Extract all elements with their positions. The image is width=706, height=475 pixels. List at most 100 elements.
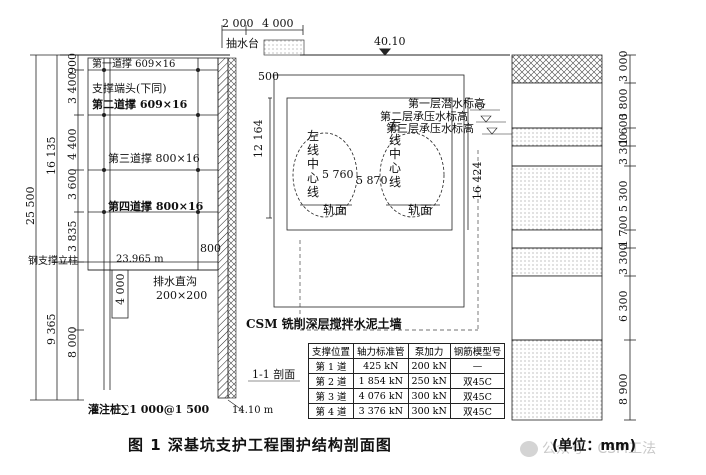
table-row: 第 1 道 425 kN 200 kN — [307,358,506,374]
dim-8000: 8 000 [66,327,79,359]
table-header-row: 支撑位置 轴力标准管 泵加力 钢筋模型号 [307,343,506,359]
svg-text:心: 心 [307,171,319,185]
strut-4-label: 第四道撑 800×16 [108,199,204,213]
dim-3835: 3 835 [66,221,79,253]
strut-joints [102,68,200,214]
table-header: 支撑位置 [307,343,355,359]
retaining-pile [217,57,229,399]
csm-wall [227,57,237,399]
dim-800: 800 [200,242,221,255]
water-markers [470,103,512,135]
svg-text:线: 线 [307,143,319,157]
table-cell: 250 kN [407,373,451,389]
dim-4000-lower: 4 000 [114,274,127,306]
table-row: 第 2 道 1 854 kN 250 kN 双45C [307,373,506,389]
dim-4400: 4 400 [66,129,79,161]
caption-title: 图 1 深基坑支护工程围护结构剖面图 [128,436,392,454]
dim-5870: 5 870 [356,174,388,187]
table-cell: 第 4 道 [307,403,355,419]
soil-column [511,54,603,421]
dim-12164: 12 164 [252,120,265,159]
caption-unit: (单位：mm) [552,438,636,454]
table-cell: 300 kN [407,403,451,419]
stratum-6: 3 300 [617,244,630,276]
table-cell: 第 2 道 [307,373,355,389]
stratum-0: 3 000 [617,51,630,83]
svg-text:线: 线 [389,133,401,147]
table-cell: 1 854 kN [353,373,409,389]
stratum-2: 1 600 [617,114,630,146]
table-header: 轴力标准管 [353,343,409,359]
top-dimension [221,25,304,48]
dim-2000: 2 000 [222,17,254,30]
pile-label: 灌注桩∑1 000@1 500 [88,402,210,416]
stratum-8: 8 900 [617,374,630,406]
dim-500: 500 [258,70,279,83]
table-cell: 200 kN [407,358,451,374]
table-cell: 双45C [449,403,506,419]
pump-platform-block [263,39,305,56]
watermark: 公众号 · CSM工法 [520,438,656,458]
table-row: 第 4 道 3 376 kN 300 kN 双45C [307,403,506,419]
right-centerline-label: 右 线 中 心 线 [389,118,401,189]
drain-ditch-label-2: 200×200 [156,289,207,302]
svg-text:中: 中 [389,146,401,161]
dim-left-lower: 9 365 [45,314,58,346]
water-level-2: 第二层承压水标高 [380,109,468,123]
table-cell: 第 3 道 [307,388,355,404]
table-cell: 双45C [449,373,506,389]
table-cell: 425 kN [353,358,409,374]
csm-outline [299,150,479,331]
dim-4000-top: 4 000 [262,17,294,30]
left-centerline-label: 左 线 中 心 线 [307,128,319,199]
strut-3-label: 第三道撑 800×16 [108,151,200,165]
strut-2-label: 第二道撑 609×16 [92,97,188,111]
soil-dimension-line [624,54,636,421]
level-23965-label: 23.965 m [116,254,164,265]
tunnel-section [266,74,470,308]
strut-1-label: 第一道撑 609×16 [92,57,175,70]
dim-5760: 5 760 [322,168,354,181]
strut-force-table: 支撑位置 轴力标准管 泵加力 钢筋模型号 第 1 道 425 kN 200 kN… [307,343,506,419]
dim-3400: 3 400 [66,73,79,105]
svg-text:心: 心 [389,161,401,175]
steel-post-label: 钢支撑立柱 [28,254,78,267]
table-header: 钢筋模型号 [449,343,506,359]
table-cell: 第 1 道 [307,358,355,374]
wechat-icon [520,441,538,457]
base-slab [60,261,218,319]
table-cell: 300 kN [407,388,451,404]
stratum-3: 3 300 [617,134,630,166]
figure-caption: 图 1 深基坑支护工程围护结构剖面图 公众号 · CSM工法 (单位：mm) [0,432,706,462]
watermark-text: 公众号 · CSM工法 [542,441,657,457]
stratum-1: 3 800 [617,89,630,121]
water-level-1: 第一层潜水标高 [408,96,485,110]
section-label: 1-1 剖面 [252,367,295,381]
ground-surface [60,48,510,56]
svg-text:线: 线 [307,185,319,199]
water-level-3: 第三层承压水标高 [386,121,474,135]
stratum-4: 5 300 [617,181,630,213]
drain-ditch-label-1: 排水直沟 [153,274,197,288]
bottom-level-label: 14.10 m [232,405,274,416]
svg-text:中: 中 [307,156,319,171]
table-cell: — [449,358,506,374]
stratum-7: 6 300 [617,291,630,323]
svg-text:右: 右 [389,118,401,133]
bottom-leader [227,399,243,411]
pump-platform-label: 抽水台 [226,36,259,50]
table-row: 第 3 道 4 076 kN 300 kN 双45C [307,388,506,404]
table-cell: 4 076 kN [353,388,409,404]
rail-left-label: 轨面 [323,203,347,217]
dim-left-total: 25 500 [24,187,37,226]
dim-3600: 3 600 [66,169,79,201]
svg-text:左: 左 [307,128,319,143]
rail-right-label: 轨面 [408,203,432,217]
table-cell: 3 376 kN [353,403,409,419]
ground-level-label: 40.10 [374,35,406,48]
csm-wall-label: CSM 铣削深层搅拌水泥土墙 [246,316,402,331]
dim-16424: 16 424 [471,162,484,201]
table-header: 泵加力 [407,343,451,359]
table-cell: 双45C [449,388,506,404]
